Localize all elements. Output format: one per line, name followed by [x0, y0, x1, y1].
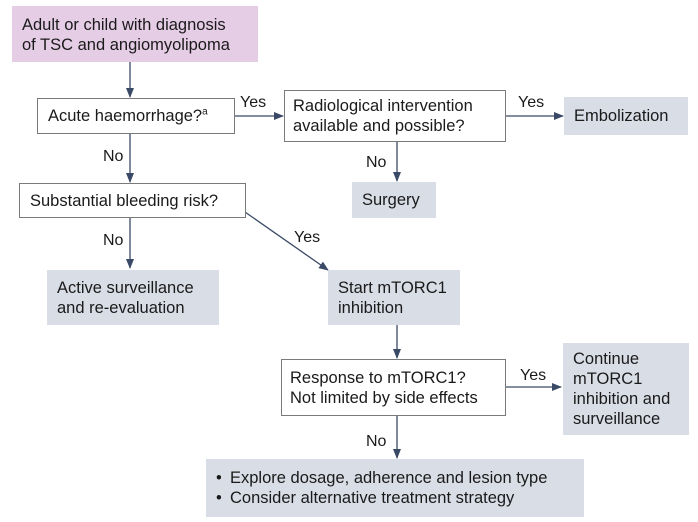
node-radiological-line-2: available and possible?	[293, 117, 465, 135]
label-acute-no: No	[103, 148, 124, 165]
node-acute-text: Acute haemorrhage?	[48, 107, 203, 125]
arrow-bleeding-to-mtorc1	[244, 211, 329, 271]
label-bleeding-yes: Yes	[294, 229, 321, 246]
node-surveillance-line-2: and re-evaluation	[57, 298, 185, 317]
node-acute-haemorrhage: Acute haemorrhage?a	[37, 98, 235, 134]
node-response-line-1: Response to mTORC1?	[290, 368, 466, 387]
explore-bullet-1: Explore dosage, adherence and lesion typ…	[230, 469, 548, 487]
node-embolization: Embolization	[564, 97, 688, 135]
node-surgery-text: Surgery	[362, 191, 420, 209]
node-surveillance-line-1: Active surveillance	[57, 278, 194, 297]
node-continue-mtorc1: Continue mTORC1 inhibition and surveilla…	[563, 343, 689, 435]
bullet-dot: •	[216, 489, 222, 507]
label-acute-yes: Yes	[240, 94, 267, 111]
label-response-yes: Yes	[520, 367, 547, 384]
node-start-mtorc1: Start mTORC1 inhibition	[328, 270, 460, 325]
node-bleeding-text: Substantial bleeding risk?	[30, 191, 219, 210]
node-embolization-text: Embolization	[574, 107, 669, 125]
node-radiological-line-1: Radiological intervention	[293, 97, 473, 115]
node-surgery: Surgery	[352, 182, 436, 218]
node-explore-alternatives: • Explore dosage, adherence and lesion ty…	[206, 459, 584, 517]
footnote-marker: a	[202, 106, 208, 118]
node-response-line-2: Not limited by side effects	[290, 388, 478, 407]
label-bleeding-no: No	[103, 232, 124, 249]
bullet-dot: •	[216, 469, 222, 487]
node-continue-line-2: mTORC1	[573, 370, 643, 388]
node-continue-line-1: Continue	[573, 350, 640, 368]
node-bleeding-risk: Substantial bleeding risk?	[19, 183, 246, 218]
node-start-line-1: Adult or child with diagnosis	[22, 16, 226, 34]
label-radiological-no: No	[366, 154, 387, 171]
label-response-no: No	[366, 433, 387, 450]
node-continue-line-4: surveillance	[573, 410, 661, 428]
explore-bullet-2: Consider alternative treatment strategy	[230, 489, 515, 507]
node-active-surveillance: Active surveillance and re-evaluation	[47, 270, 219, 325]
node-continue-line-3: inhibition and	[573, 390, 671, 408]
node-response-mtorc1: Response to mTORC1? Not limited by side …	[281, 359, 506, 416]
node-mtorc1-line-1: Start mTORC1	[338, 278, 447, 297]
label-radiological-yes: Yes	[518, 94, 545, 111]
node-start-line-2: of TSC and angiomyolipoma	[22, 36, 230, 54]
node-radiological-intervention: Radiological intervention available and …	[284, 90, 506, 142]
node-start: Adult or child with diagnosis of TSC and…	[12, 6, 258, 62]
node-mtorc1-line-2: inhibition	[338, 298, 404, 317]
